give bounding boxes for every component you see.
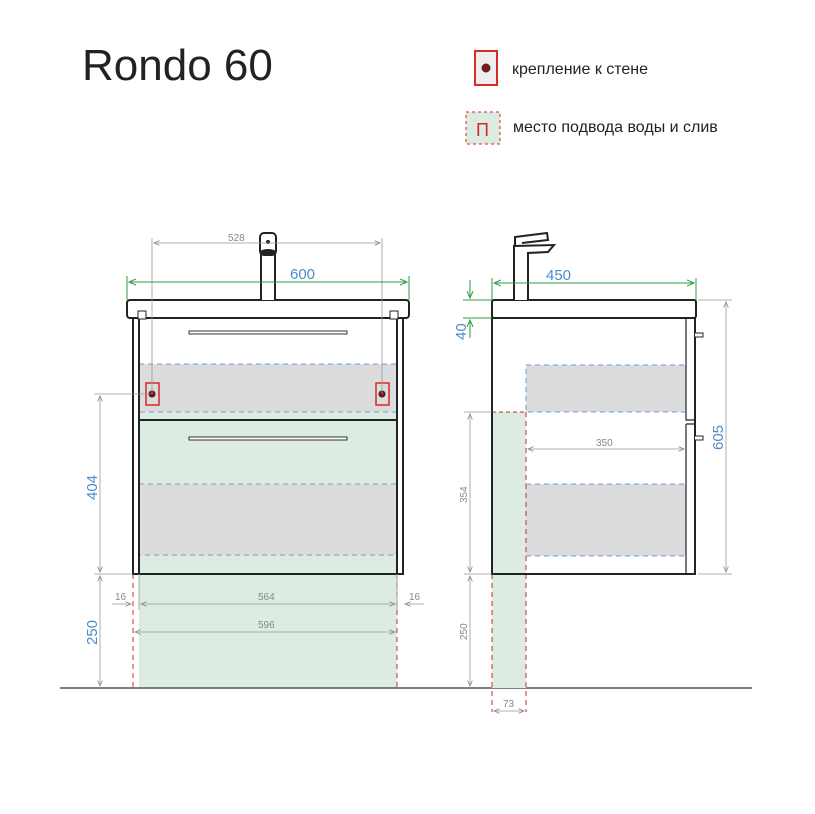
cabinet-body	[491, 317, 696, 575]
front-view: 528 600 404 250 16 564 16 596	[84, 232, 424, 689]
dim-528: 528	[228, 233, 245, 244]
drawer-handle	[188, 436, 348, 441]
dim-404: 404	[84, 475, 101, 500]
dim-250-side: 250	[459, 623, 470, 640]
dim-16-left: 16	[115, 592, 127, 603]
dimension-lines	[463, 278, 732, 711]
countertop-bracket	[137, 310, 147, 320]
legend-label: крепление к стене	[512, 61, 648, 78]
legend-wall-mount: крепление к стене	[474, 50, 648, 86]
dim-73: 73	[503, 699, 515, 710]
drawer-handle	[695, 332, 704, 441]
drawer-fronts	[685, 318, 695, 574]
drawer-box	[138, 483, 398, 556]
dim-40: 40	[453, 323, 470, 340]
water-symbol: П	[476, 120, 489, 140]
drawer-box	[138, 363, 398, 413]
legend-water-supply: П место подвода воды и слив	[465, 111, 718, 145]
dim-605: 605	[710, 425, 727, 450]
drawer-box	[525, 364, 687, 413]
countertop	[126, 299, 410, 319]
cabinet-body	[132, 318, 404, 575]
dim-354: 354	[459, 486, 470, 503]
countertop-bracket	[389, 310, 399, 320]
water-zone	[492, 412, 526, 688]
water-supply-drain-icon	[465, 111, 501, 145]
title: Rondo 60	[82, 41, 273, 90]
drawer-handle	[188, 330, 348, 335]
countertop	[491, 299, 697, 319]
wall-mount-icon	[375, 382, 390, 406]
dim-596: 596	[258, 620, 275, 631]
dim-250: 250	[84, 620, 101, 645]
drawer-box	[525, 483, 687, 557]
dim-16-right: 16	[409, 592, 421, 603]
side-view: 450 40 605 350 354 250 73	[453, 231, 732, 712]
legend-label: место подвода воды и слив	[513, 119, 718, 136]
dim-350: 350	[596, 438, 613, 449]
dim-600: 600	[290, 266, 315, 283]
dim-564: 564	[258, 592, 275, 603]
dim-450: 450	[546, 267, 571, 284]
dimension-lines	[94, 238, 424, 689]
mount-hole-icon	[481, 63, 491, 73]
